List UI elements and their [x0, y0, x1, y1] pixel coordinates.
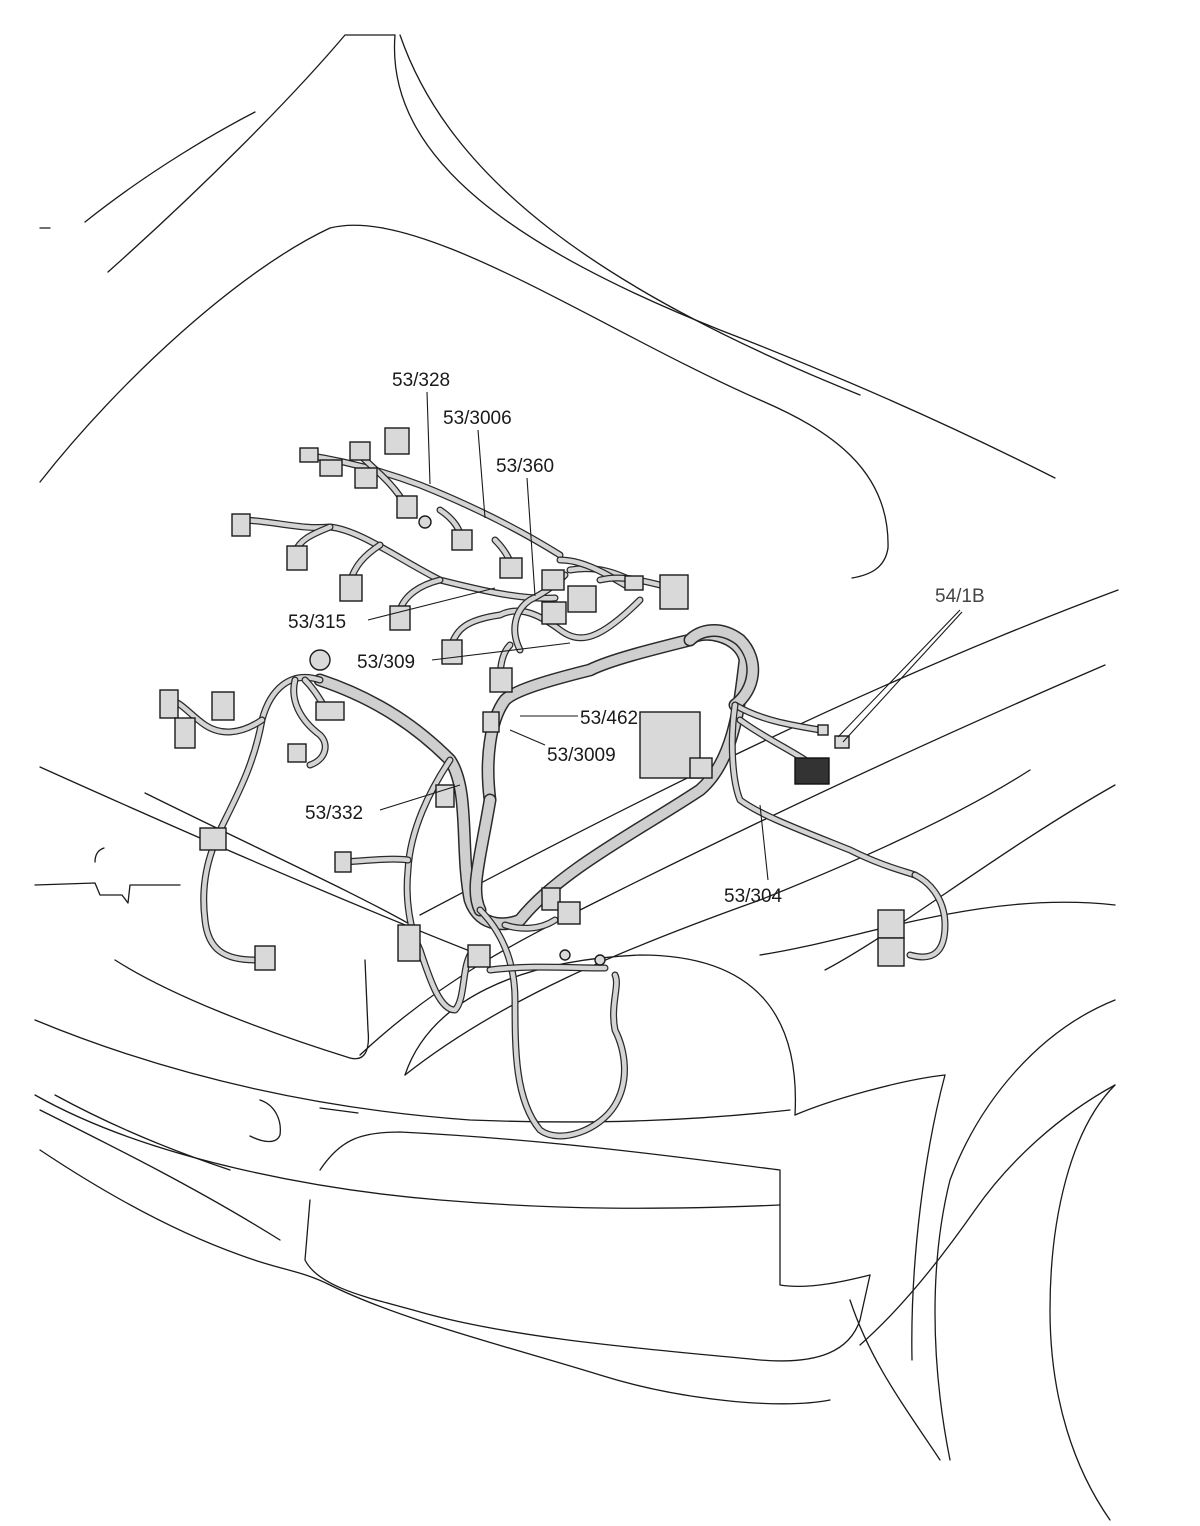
callout-54-1b: 54/1B — [935, 586, 985, 607]
callout-labels: 53/328 53/3006 53/360 54/1B 53/315 53/30… — [288, 370, 985, 907]
branch-wires — [164, 451, 949, 1140]
callout-53-332: 53/332 — [305, 803, 363, 824]
callout-53-309: 53/309 — [357, 652, 415, 673]
callout-53-360: 53/360 — [496, 456, 554, 477]
callout-53-3006: 53/3006 — [443, 408, 512, 429]
callout-53-304: 53/304 — [724, 886, 783, 907]
callout-53-3009: 53/3009 — [547, 745, 616, 766]
connectors — [159, 427, 905, 971]
main-harness — [313, 624, 760, 931]
callout-53-462: 53/462 — [580, 708, 638, 729]
callout-53-315: 53/315 — [288, 612, 346, 633]
car-body-outline — [34, 34, 1119, 1521]
callout-53-328: 53/328 — [392, 370, 450, 391]
leader-lines — [367, 391, 963, 881]
